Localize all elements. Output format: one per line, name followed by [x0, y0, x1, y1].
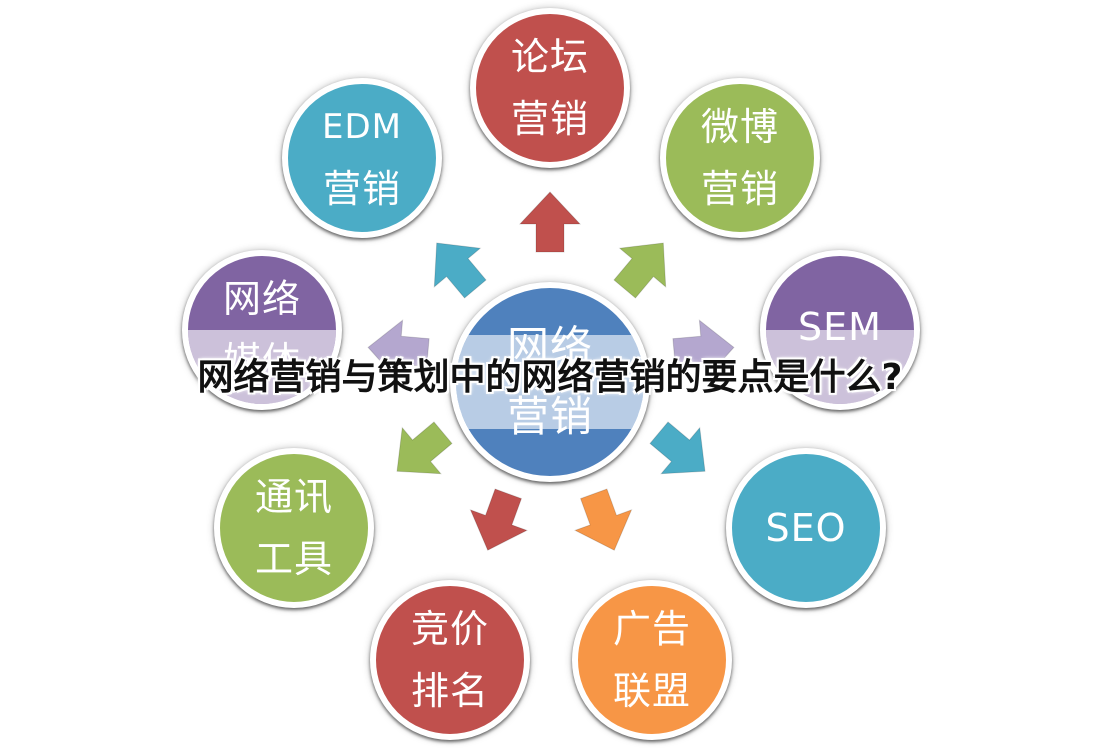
- node-sem: SEM: [760, 250, 920, 410]
- arrow-to-weibo: [599, 221, 689, 311]
- node-weibo: 微博营销: [660, 78, 820, 238]
- arrow-to-guanggao: [563, 481, 645, 563]
- node-luntan: 论坛营销: [470, 8, 630, 168]
- arrow-to-jingjia: [457, 481, 539, 563]
- page-title: 网络营销与策划中的网络营销的要点是什么?: [197, 357, 903, 398]
- arrow-to-tongxun: [375, 407, 465, 497]
- node-jingjia: 竞价排名: [370, 580, 530, 740]
- node-meiti: 网络媒体: [182, 250, 342, 410]
- arrow-to-seo: [637, 407, 727, 497]
- node-center: 网络营销: [450, 282, 650, 482]
- arrow-to-luntan: [518, 190, 582, 254]
- node-tongxun: 通讯工具: [214, 448, 374, 608]
- node-guanggao: 广告联盟: [572, 580, 732, 740]
- node-seo: SEO: [726, 448, 886, 608]
- arrow-to-sem: [669, 315, 738, 384]
- arrow-to-edm: [411, 221, 501, 311]
- arrow-to-meiti: [363, 315, 432, 384]
